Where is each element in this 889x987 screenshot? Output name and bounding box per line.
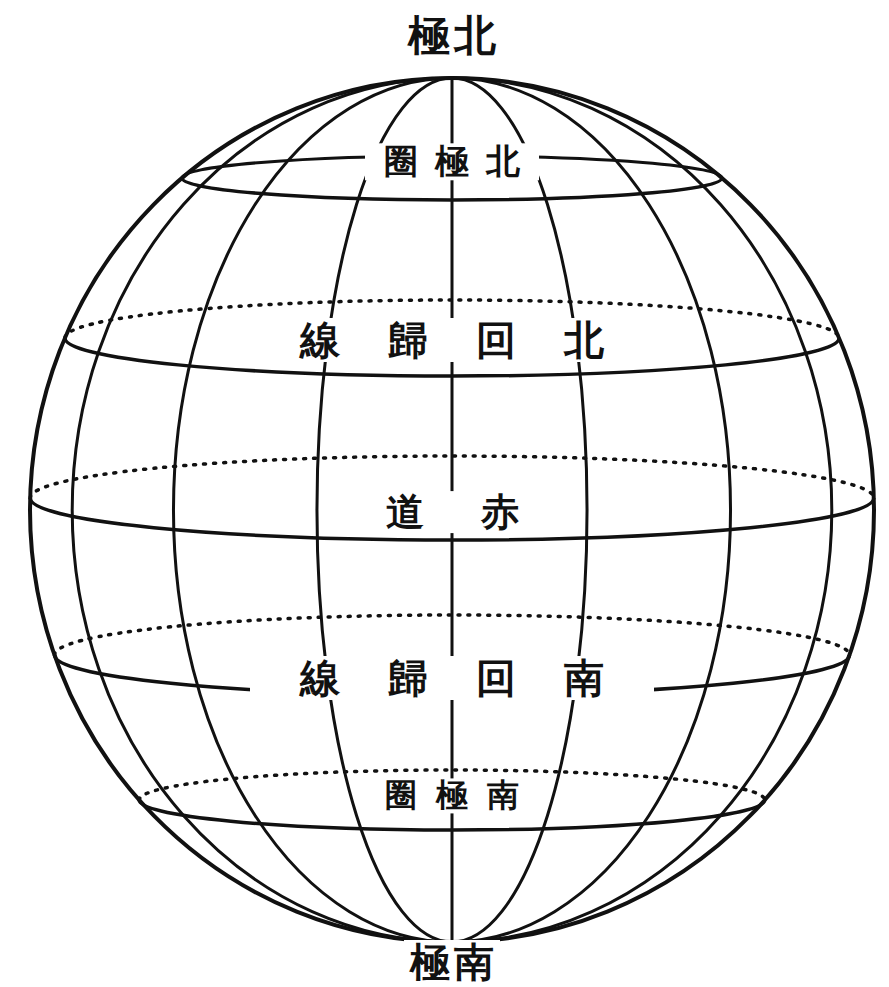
globe-label: 道赤 [327,491,578,533]
globe-label: 極南 [404,940,500,984]
globe-label: 線歸回北 [250,318,654,362]
globe-label: 極北 [402,13,503,59]
globe-label: 圈極北 [365,143,539,180]
globe-label: 線歸回南 [250,656,654,700]
parallel-back [54,615,849,655]
globe-label: 圈極南 [364,778,541,813]
globe-outline [30,78,874,942]
parallel-front [182,178,722,200]
